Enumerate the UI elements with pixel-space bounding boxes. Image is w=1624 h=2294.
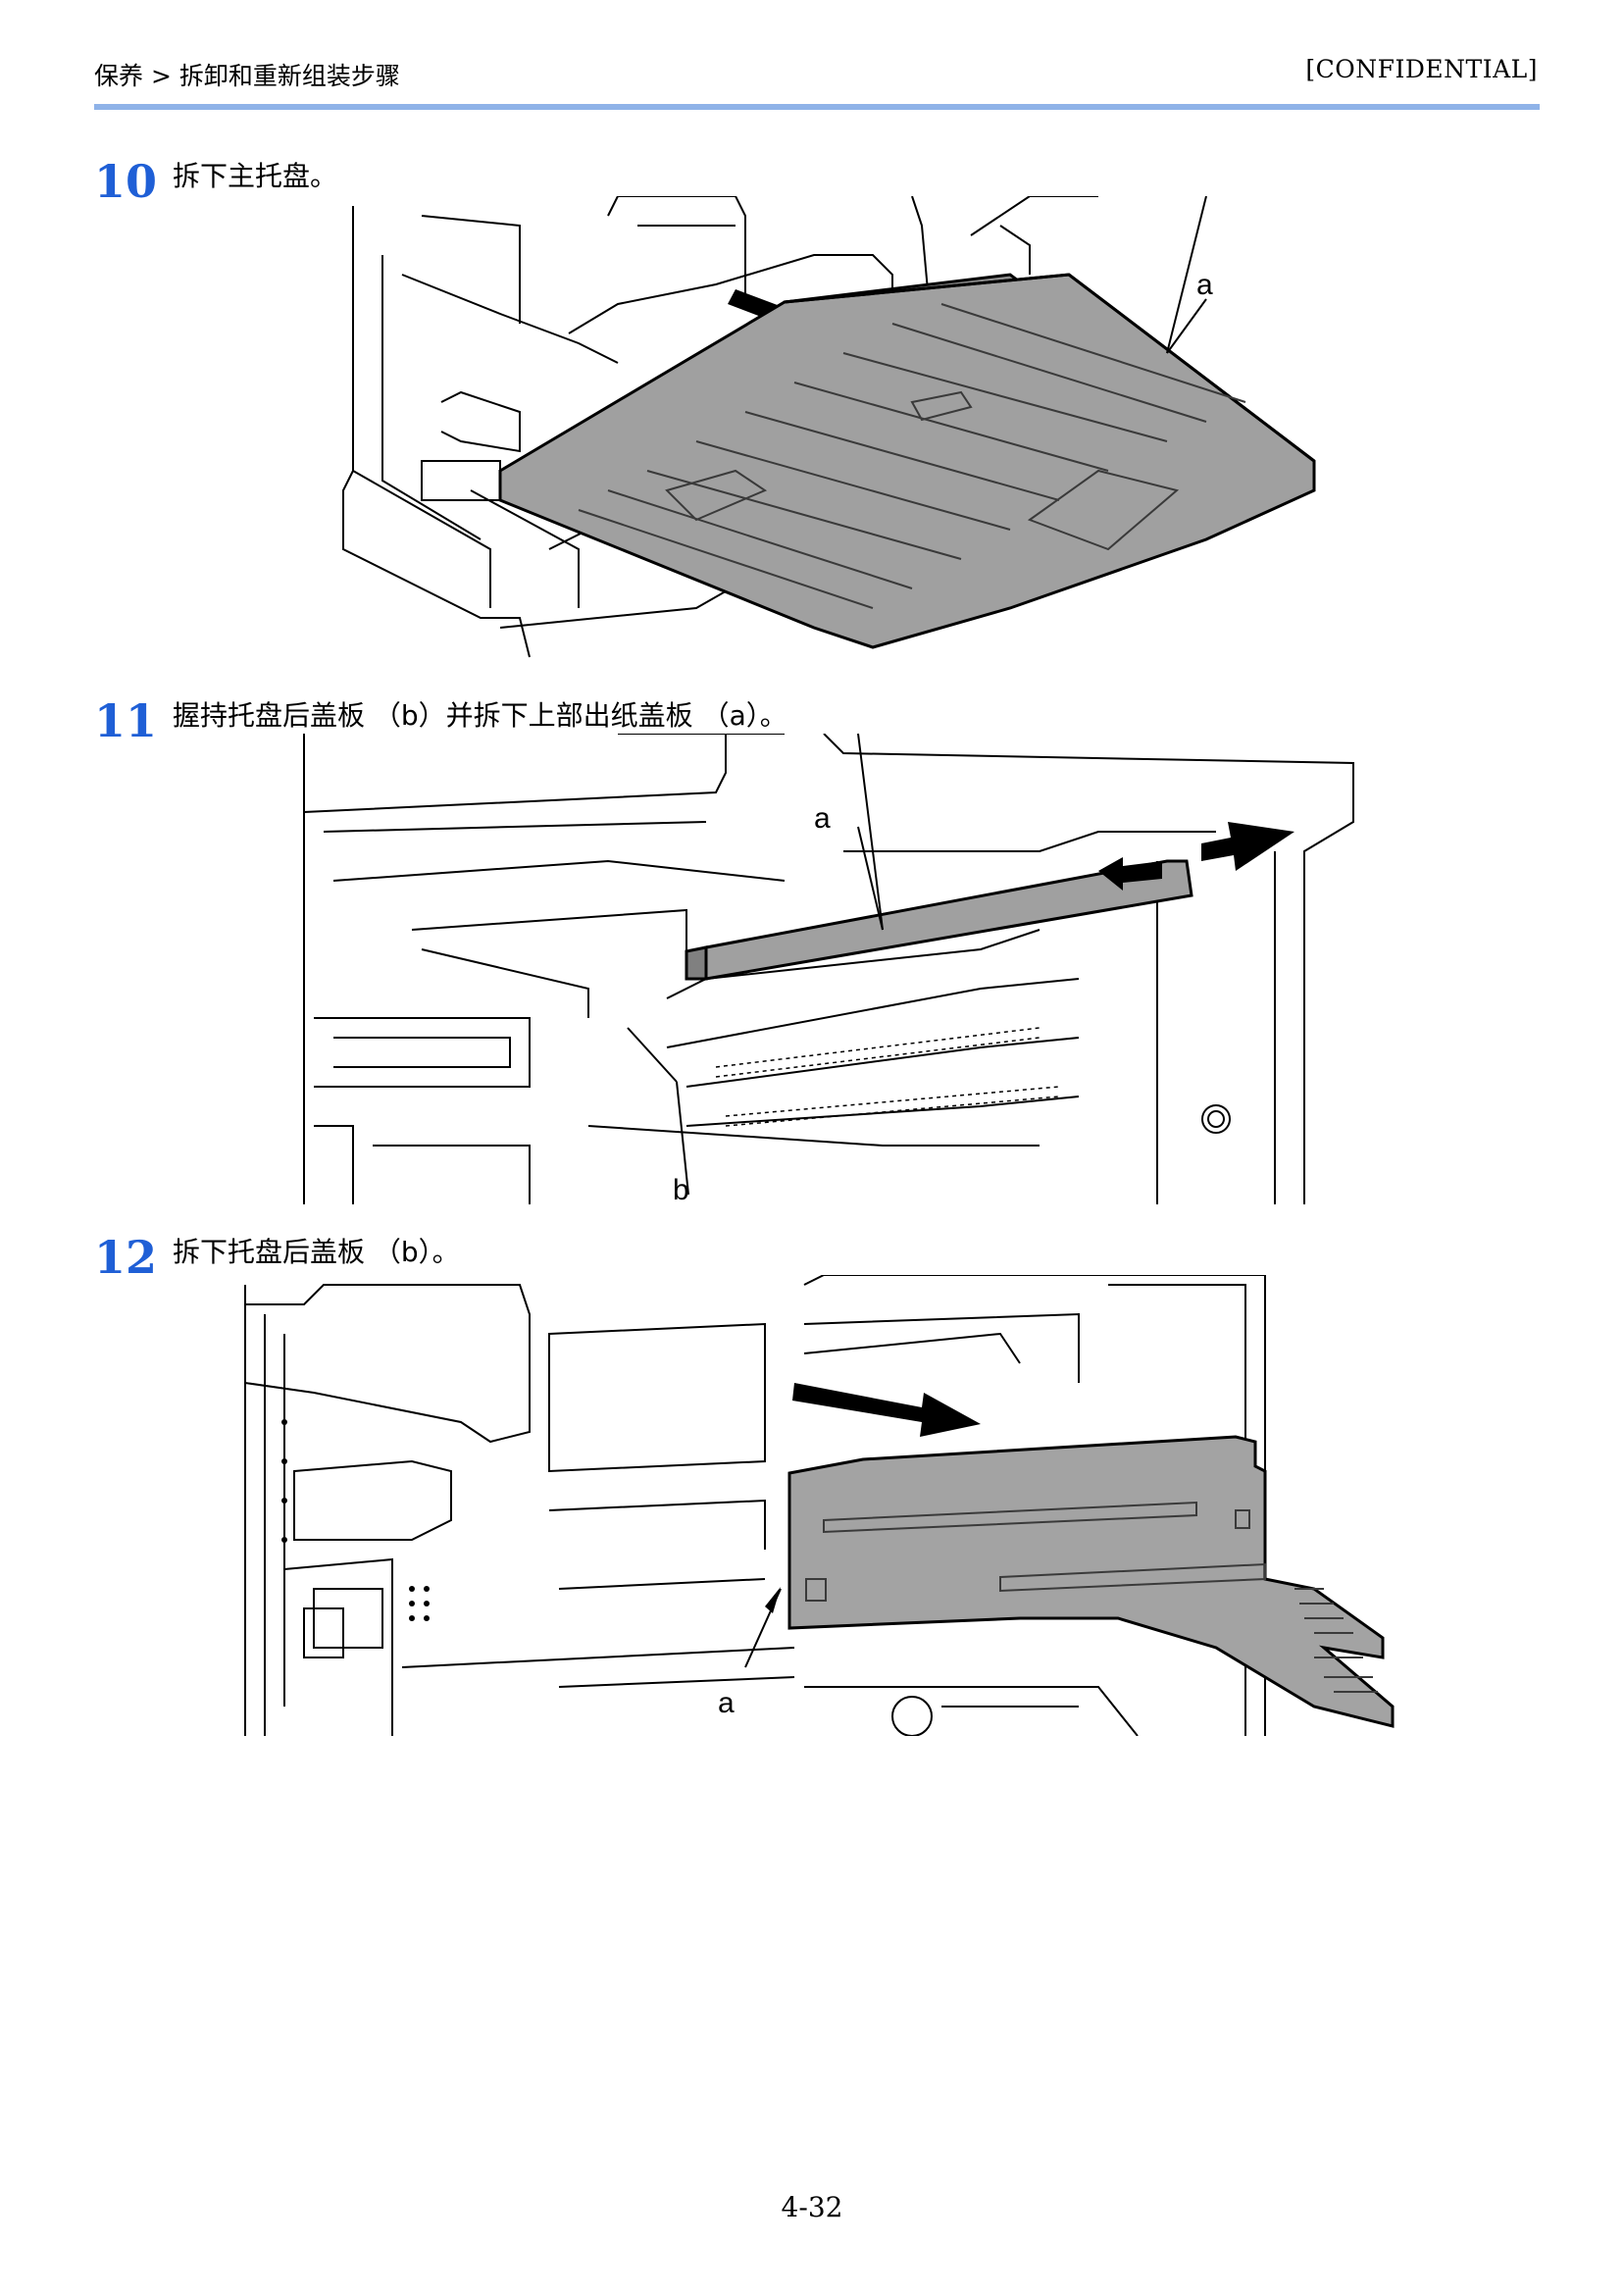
header-divider — [94, 104, 1540, 110]
step-text-11: 握持托盘后盖板 （b）并拆下上部出纸盖板 （a）。 — [173, 699, 787, 732]
callout-b-step-11: b — [673, 1174, 689, 1204]
figure-step-12: a — [235, 1275, 1412, 1736]
step-number-11: 11 — [94, 694, 158, 747]
step-text-12: 拆下托盘后盖板 （b）。 — [173, 1236, 460, 1268]
step-number-10: 10 — [94, 155, 158, 208]
callout-a-step-12: a — [718, 1687, 735, 1719]
page-number: 4-32 — [781, 2191, 843, 2223]
figure-step-10: a — [324, 196, 1324, 667]
figure-step-11: a b — [294, 734, 1363, 1204]
breadcrumb: 保养 > 拆卸和重新组装步骤 — [94, 62, 400, 90]
step-text-10: 拆下主托盘。 — [173, 160, 338, 192]
confidential-label: [CONFIDENTIAL] — [1305, 55, 1538, 83]
callout-a-step-11: a — [814, 802, 831, 835]
callout-a-step-10: a — [1196, 269, 1213, 301]
step-number-12: 12 — [94, 1231, 158, 1284]
